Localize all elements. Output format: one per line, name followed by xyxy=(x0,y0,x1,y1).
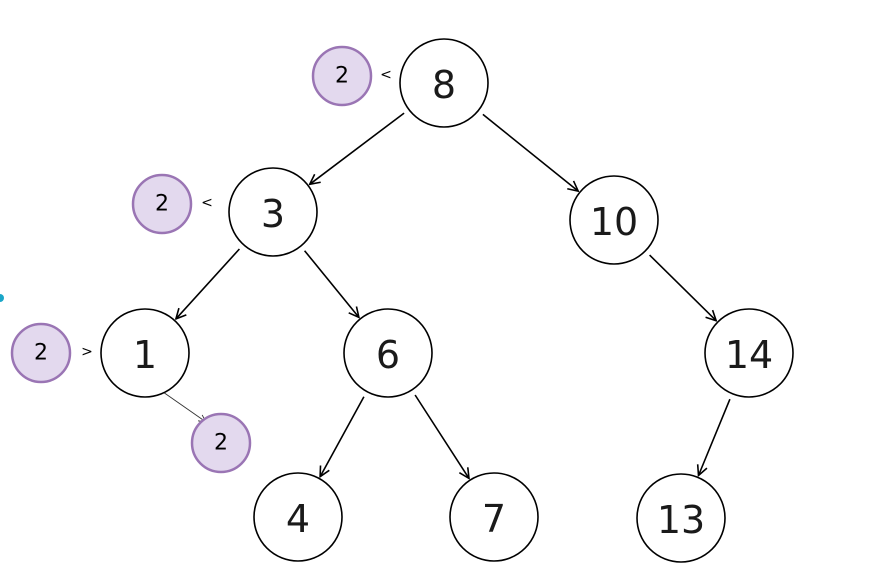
tree-node-circle xyxy=(228,167,318,257)
tree-node-label: 8 xyxy=(432,63,456,107)
tree-node-label: 7 xyxy=(482,497,506,541)
tree-edge-8-to-3 xyxy=(310,112,405,184)
tree-node-label: 3 xyxy=(261,192,285,236)
tree-node-4: 4 xyxy=(253,472,343,562)
tree-edge-14-to-13 xyxy=(699,398,731,475)
tree-edge-3-to-1 xyxy=(176,248,240,319)
tree-edges xyxy=(176,112,731,478)
search-marker-circle xyxy=(190,412,252,474)
comparison-symbol: < xyxy=(201,195,213,211)
tree-node-label: 14 xyxy=(725,333,773,377)
tree-node-14: 14 xyxy=(704,308,794,398)
tree-node-circle xyxy=(569,175,659,265)
tree-node-10: 10 xyxy=(569,175,659,265)
tree-edge-6-to-4 xyxy=(320,396,365,477)
tree-nodes: 8 3 10 1 6 14 4 7 13 xyxy=(100,38,794,563)
search-marker-value: 2 xyxy=(214,431,228,456)
tree-node-label: 13 xyxy=(657,498,705,542)
tree-node-1: 1 xyxy=(100,308,190,398)
search-marker-circle xyxy=(10,322,72,384)
tree-edge-3-to-6 xyxy=(303,250,359,318)
search-marker-value: 2 xyxy=(34,341,48,366)
tree-node-circle xyxy=(100,308,190,398)
comparison-symbol: < xyxy=(380,67,392,83)
tree-edge-10-to-14 xyxy=(649,254,717,321)
tree-node-circle xyxy=(399,38,489,128)
search-marker-final: 2 xyxy=(190,412,252,474)
tree-node-6: 6 xyxy=(343,308,433,398)
tree-node-circle xyxy=(343,308,433,398)
comparison-symbol: > xyxy=(81,344,93,360)
tree-node-circle xyxy=(449,472,539,562)
tree-node-3: 3 xyxy=(228,167,318,257)
search-probe-edge xyxy=(162,391,206,422)
tree-node-circle xyxy=(704,308,794,398)
tree-node-label: 10 xyxy=(590,200,638,244)
tree-node-label: 4 xyxy=(286,497,310,541)
edge-accent-dot xyxy=(0,294,4,302)
tree-node-circle xyxy=(636,473,726,563)
tree-node-8: 8 xyxy=(399,38,489,128)
search-marker-step-1: 2 < xyxy=(311,45,392,107)
tree-node-13: 13 xyxy=(636,473,726,563)
search-marker-step-2: 2 < xyxy=(131,173,213,235)
tree-node-7: 7 xyxy=(449,472,539,562)
search-marker-value: 2 xyxy=(155,192,169,217)
search-marker-circle xyxy=(131,173,193,235)
search-marker-step-3: 2 > xyxy=(10,322,93,384)
tree-node-label: 6 xyxy=(376,333,400,377)
tree-edge-8-to-10 xyxy=(482,113,578,191)
search-marker-value: 2 xyxy=(335,64,349,89)
tree-node-label: 1 xyxy=(133,333,157,377)
tree-node-circle xyxy=(253,472,343,562)
search-marker-circle xyxy=(311,45,373,107)
tree-edge-6-to-7 xyxy=(414,394,469,478)
